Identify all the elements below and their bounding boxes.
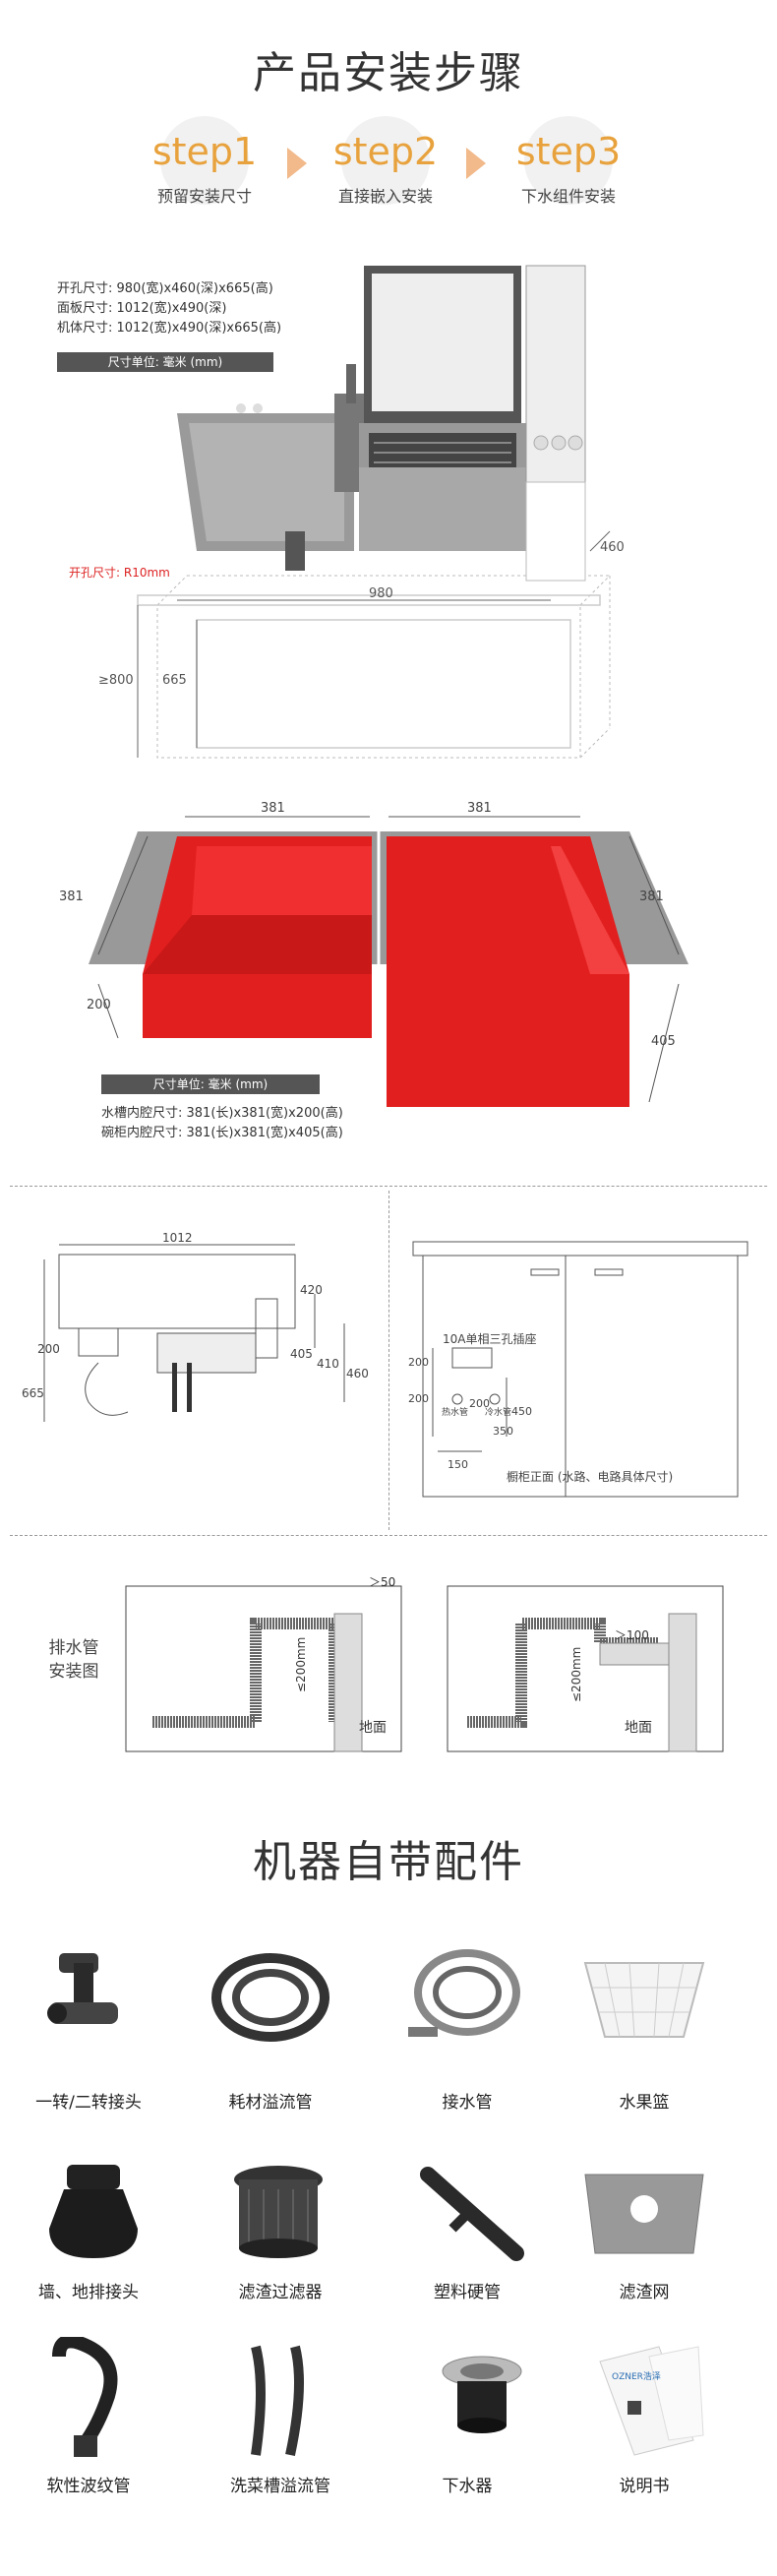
step-arrow-icon: [466, 148, 486, 179]
step-3: step3 下水组件安装: [500, 116, 637, 215]
water-hose-icon: [408, 1949, 520, 2037]
install-spec-2: 面板尺寸: 1012(宽)x490(深): [57, 301, 227, 316]
step-1-sub: 预留安装尺寸: [156, 189, 252, 206]
step-arrow-icon: [287, 148, 307, 179]
cab-dim-150: 150: [448, 1458, 468, 1471]
sink-overflow-hose-icon: [251, 2345, 304, 2457]
bowl-dim-side-left: 381: [59, 889, 84, 904]
side-view-diagram: 1012 420 200 665 405 410 460: [22, 1231, 369, 1422]
plastic-pipe-icon: [420, 2167, 524, 2261]
fruit-basket-icon: [583, 1962, 705, 2038]
step-1-label: step1: [151, 130, 258, 173]
side-dim-410: 410: [317, 1357, 339, 1371]
drain-diagram: ＞50 ≤200mm 地面 ＞100 ≤200mm 地面: [125, 1575, 724, 1752]
drain-assembly-icon: [442, 2356, 522, 2433]
install-unit-bar: 尺寸单位: 毫米 (mm): [57, 352, 273, 372]
bowl-dim-len-left: 381: [261, 801, 285, 816]
dim-depth: 460: [600, 540, 625, 555]
bowl-diagram: 381 381 381 381 200 405: [59, 801, 688, 1112]
socket-label: 10A单相三孔插座: [443, 1331, 536, 1346]
step-2-sub: 直接嵌入安装: [337, 189, 433, 206]
bowl-dim-side-right: 381: [639, 889, 664, 904]
accessory-name-12: 说明书: [619, 2477, 670, 2496]
step-3-circle: [524, 116, 613, 205]
drain-d200-left: ≤200mm: [294, 1637, 308, 1692]
accessory-name-6: 滤渣过滤器: [238, 2283, 323, 2302]
accessory-name-7: 塑料硬管: [434, 2283, 501, 2302]
accessory-name-1: 一转/二转接头: [35, 2093, 142, 2113]
drain-d200-right: ≤200mm: [569, 1647, 583, 1702]
accessories-title: 机器自带配件: [253, 1837, 524, 1887]
separator: [10, 1186, 767, 1187]
step-2-label: step2: [332, 130, 439, 173]
step-3-sub: 下水组件安装: [520, 189, 616, 206]
side-dim-460: 460: [346, 1367, 369, 1380]
cab-dim-200c: 200: [469, 1397, 490, 1410]
accessory-name-8: 滤渣网: [619, 2283, 670, 2302]
side-dim-405: 405: [290, 1347, 313, 1361]
drain-right-frame: [447, 1585, 724, 1752]
step-2-circle: [341, 116, 430, 205]
corrugated-hose-icon: [52, 2337, 118, 2457]
drain-floor-right: 地面: [625, 1720, 652, 1736]
dim-height: 665: [162, 673, 187, 688]
dim-min-height: ≥800: [98, 673, 134, 688]
drain-label: 排水管 安装图: [39, 1636, 108, 1684]
hole-label: 开孔尺寸: R10mm: [69, 566, 170, 580]
residue-net-icon: [584, 2174, 704, 2254]
residue-filter-icon: [234, 2166, 323, 2258]
accessory-name-4: 水果篮: [619, 2093, 670, 2113]
accessory-name-11: 下水器: [442, 2477, 493, 2496]
bowl-dim-len-right: 381: [467, 801, 492, 816]
install-title: 产品安装步骤: [253, 48, 524, 98]
install-spec-3: 机体尺寸: 1012(宽)x490(深)x665(高): [57, 321, 282, 336]
side-dim-420: 420: [300, 1283, 323, 1297]
bowl-spec-2: 碗柜内腔尺寸: 381(长)x381(宽)x405(高): [101, 1126, 343, 1140]
side-dim-665: 665: [22, 1386, 44, 1400]
cab-dim-450: 450: [511, 1405, 532, 1418]
install-spec-1: 开孔尺寸: 980(宽)x460(深)x665(高): [57, 281, 273, 296]
separator-vertical: [388, 1191, 389, 1530]
drain-d100: ＞100: [615, 1628, 649, 1642]
step-1: step1 预留安装尺寸: [136, 116, 273, 215]
cab-dim-200b: 200: [408, 1392, 429, 1405]
dim-width: 980: [369, 586, 393, 601]
hot-pipe-label: 热水管: [442, 1406, 468, 1418]
accessory-name-5: 墙、地排接头: [38, 2283, 139, 2302]
accessory-name-3: 接水管: [442, 2093, 493, 2113]
install-diagram: 980 460 ≥800 665 开孔尺寸: R10mm: [69, 265, 625, 759]
step-3-label: step3: [515, 130, 622, 173]
manual-icon: OZNER浩泽: [599, 2346, 704, 2456]
cab-dim-200a: 200: [408, 1356, 429, 1369]
step-1-circle: [160, 116, 249, 205]
separator: [10, 1535, 767, 1536]
bowl-dim-h-left: 200: [87, 998, 111, 1012]
drain-label-line1: 排水管: [48, 1638, 99, 1657]
wall-drain-joint-icon: [49, 2165, 138, 2258]
drain-label-line2: 安装图: [48, 1662, 99, 1681]
drain-left-frame: [125, 1585, 402, 1752]
adapter-icon: [47, 1953, 118, 2024]
drain-floor-left: 地面: [359, 1720, 387, 1736]
accessory-name-10: 洗菜槽溢流管: [230, 2477, 330, 2496]
side-dim-1012: 1012: [162, 1231, 193, 1245]
drain-d50: ＞50: [369, 1575, 395, 1589]
accessory-name-9: 软性波纹管: [46, 2477, 131, 2496]
accessory-name-2: 耗材溢流管: [228, 2093, 313, 2113]
bowl-dim-h-right: 405: [651, 1034, 676, 1049]
bowl-spec-1: 水槽内腔尺寸: 381(长)x381(宽)x200(高): [101, 1106, 343, 1121]
cold-pipe-label: 冷水管: [485, 1406, 511, 1418]
bowl-unit-bar: 尺寸单位: 毫米 (mm): [101, 1074, 320, 1094]
manual-brand: OZNER浩泽: [612, 2370, 661, 2382]
cab-dim-350: 350: [493, 1425, 513, 1438]
overflow-hose-icon: [211, 1953, 329, 2042]
cabinet-front-diagram: 10A单相三孔插座 200 200 200 450 350 150 热水管 冷水…: [408, 1241, 748, 1498]
side-dim-200: 200: [37, 1342, 60, 1356]
step-2: step2 直接嵌入安装: [317, 116, 454, 215]
cabinet-caption: 橱柜正面 (水路、电路具体尺寸): [507, 1469, 673, 1484]
